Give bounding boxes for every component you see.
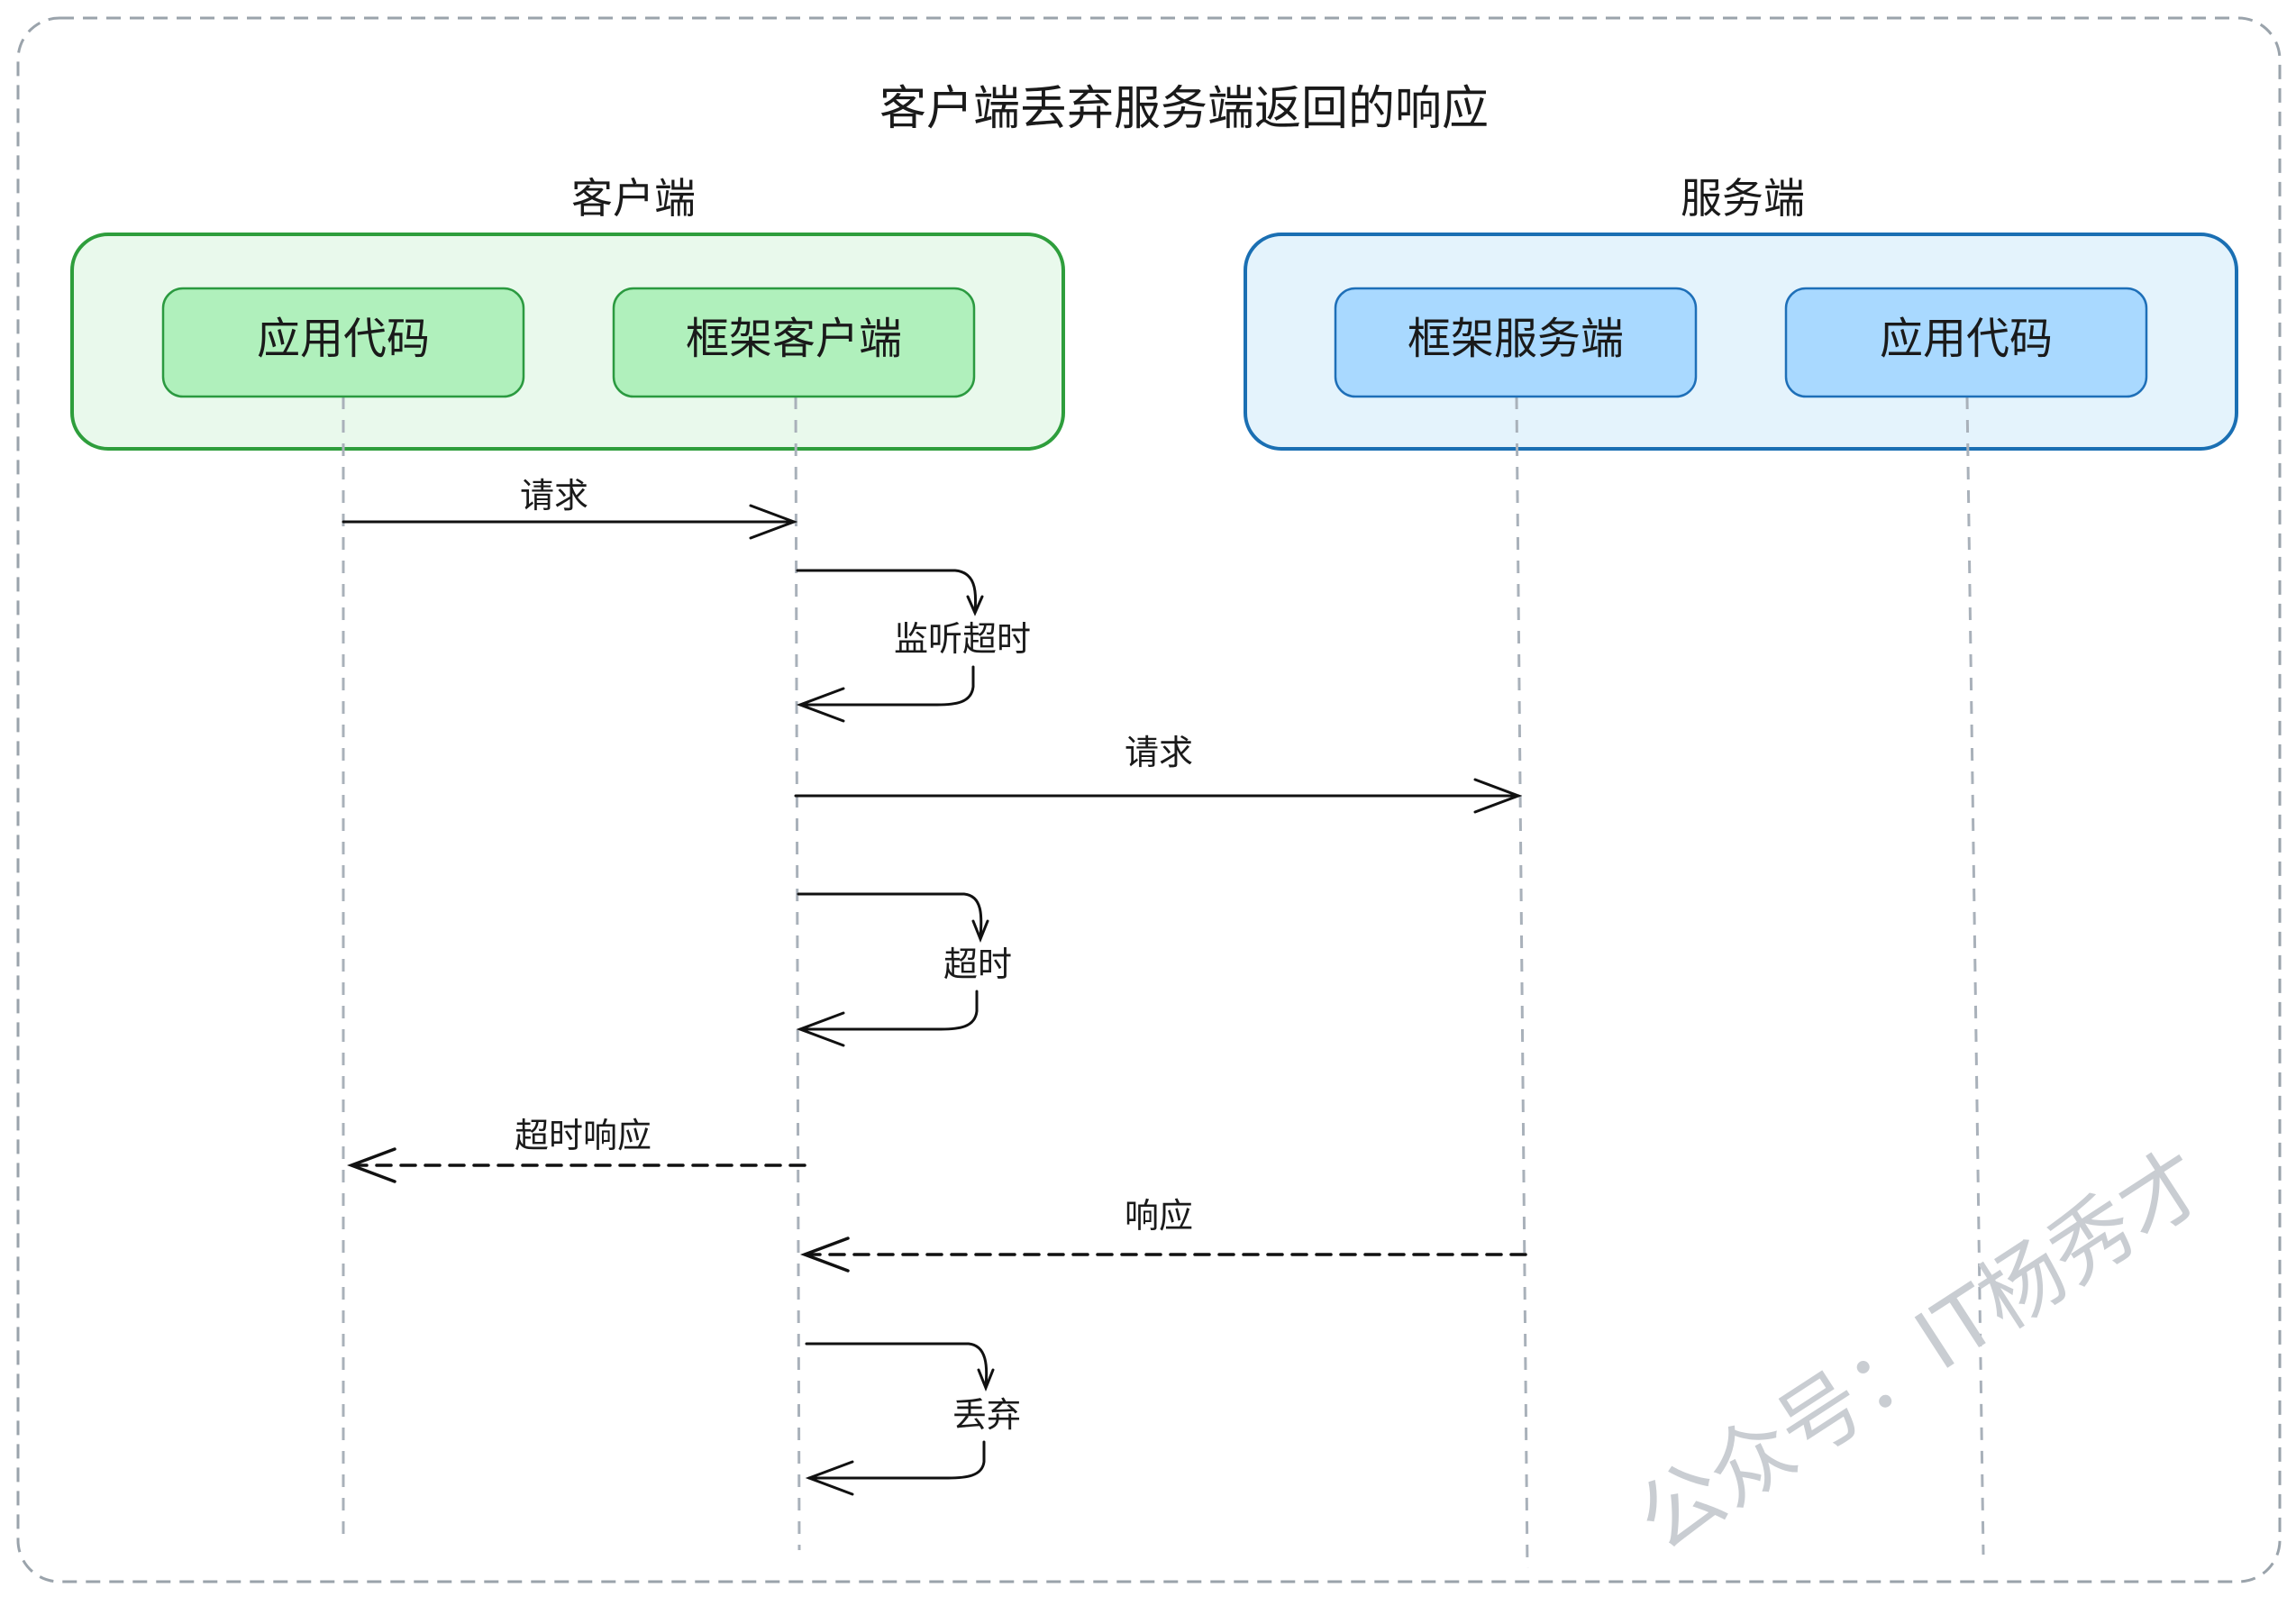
participant-client-framework: 框架客户端 [612,287,976,398]
message-discard-label: 丢弃 [952,1395,1021,1435]
message-request-1-label: 请求 [520,476,588,516]
diagram-title: 客户端丢弃服务端返回的响应 [879,82,1489,136]
participant-server-app-label: 应用代码 [1880,314,2053,364]
message-response-label: 响应 [1125,1196,1193,1236]
participant-client-framework-label: 框架客户端 [686,314,902,364]
message-listen-timeout [796,569,984,723]
group-label-server: 服务端 [1681,174,1805,223]
participant-server-framework-label: 框架服务端 [1408,314,1624,364]
group-label-client: 客户端 [571,174,696,223]
participant-server-app: 应用代码 [1784,287,2148,398]
participant-server-framework: 框架服务端 [1334,287,1698,398]
watermark-text: 公众号：IT杨秀才 [1621,1132,2223,1570]
participant-client-app: 应用代码 [161,287,525,398]
lifeline-server-framework [1515,396,1529,1569]
participant-client-app-label: 应用代码 [257,314,430,364]
message-request-2 [794,778,1523,814]
message-response [800,1236,1527,1273]
message-timeout-response-label: 超时响应 [515,1116,651,1155]
message-request-1 [342,504,798,540]
message-discard [805,1342,995,1496]
message-listen-timeout-label: 监听超时 [894,619,1031,659]
lifeline-client-framework [794,396,801,1551]
message-timeout [796,892,989,1047]
message-timeout-response [347,1147,806,1183]
outer-frame [16,16,2282,1583]
message-timeout-label: 超时 [943,944,1012,984]
message-request-2-label: 请求 [1125,733,1193,772]
lifeline-server-app [1965,396,1985,1556]
